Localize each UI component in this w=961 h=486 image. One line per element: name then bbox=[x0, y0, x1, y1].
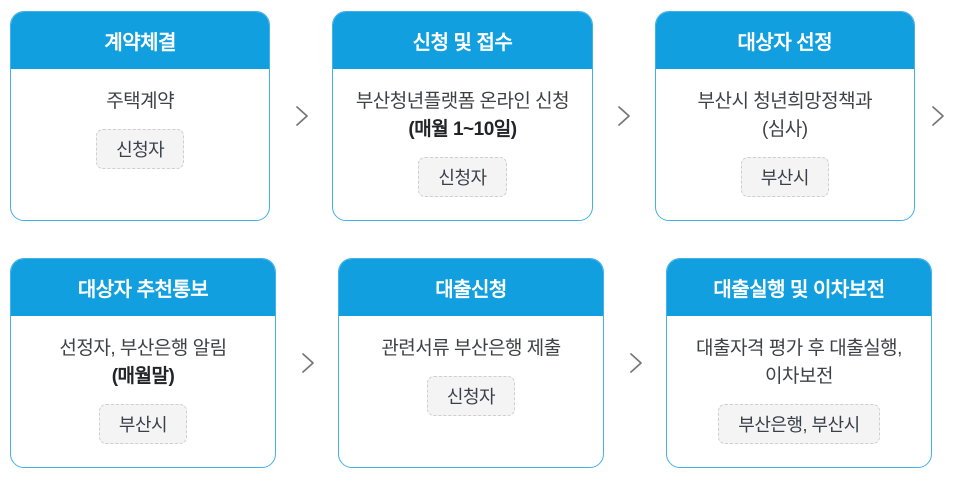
flow-arrow bbox=[276, 258, 338, 468]
step-title: 신청 및 접수 bbox=[412, 32, 513, 54]
actor-badge: 부산시 bbox=[740, 157, 829, 197]
flow-arrow bbox=[593, 11, 655, 221]
actor-badge: 신청자 bbox=[96, 129, 185, 169]
step-card-header: 대출신청 bbox=[339, 259, 603, 316]
step-card-body: 부산청년플랫폼 온라인 신청 (매월 1~10일) 신청자 bbox=[333, 69, 591, 220]
step-title: 대상자 선정 bbox=[737, 32, 833, 54]
step-card-body: 부산시 청년희망정책과 (심사) 부산시 bbox=[656, 69, 914, 220]
step-description-line: 부산청년플랫폼 온라인 신청 bbox=[355, 91, 570, 112]
step-card-loan-application: 대출신청 관련서류 부산은행 제출 신청자 bbox=[338, 258, 604, 468]
step-card-header: 대출실행 및 이차보전 bbox=[667, 259, 931, 316]
actor-badge: 부산시 bbox=[98, 404, 188, 444]
step-card-body: 선정자, 부산은행 알림 (매월말) 부산시 bbox=[11, 316, 275, 467]
chevron-right-icon bbox=[295, 106, 308, 126]
step-card-selection: 대상자 선정 부산시 청년희망정책과 (심사) 부산시 bbox=[654, 11, 915, 221]
flow-arrow bbox=[270, 11, 332, 221]
step-description-line: 선정자, 부산은행 알림 bbox=[59, 338, 227, 359]
step-card-header: 신청 및 접수 bbox=[333, 12, 592, 69]
step-card-body: 관련서류 부산은행 제출 신청자 bbox=[339, 316, 603, 467]
chevron-right-icon bbox=[629, 353, 642, 373]
process-flow: 계약체결 주택계약 신청자 신청 및 접수 부산청년플랫폼 온라인 신청 bbox=[10, 11, 961, 468]
step-card-contract: 계약체결 주택계약 신청자 bbox=[10, 11, 271, 221]
flow-row-2: 대상자 추천통보 선정자, 부산은행 알림 (매월말) 부산시 대출신청 bbox=[10, 258, 961, 468]
actor-badge: 부산은행, 부산시 bbox=[718, 404, 880, 444]
flow-arrow bbox=[604, 258, 666, 468]
step-card-loan-execution: 대출실행 및 이차보전 대출자격 평가 후 대출실행, 이차보전 부산은행, 부… bbox=[666, 258, 932, 468]
step-description-line: 이차보전 bbox=[765, 366, 833, 387]
step-card-header: 대상자 선정 bbox=[655, 12, 914, 69]
step-description-line: 주택계약 bbox=[106, 91, 175, 112]
step-description-line: 관련서류 부산은행 제출 bbox=[381, 338, 561, 359]
step-title: 대출신청 bbox=[435, 279, 507, 301]
actor-badge: 신청자 bbox=[426, 376, 516, 416]
flow-row-1: 계약체결 주택계약 신청자 신청 및 접수 부산청년플랫폼 온라인 신청 bbox=[10, 11, 961, 221]
flow-arrow bbox=[915, 11, 961, 221]
step-card-body: 주택계약 신청자 bbox=[11, 69, 269, 220]
step-card-body: 대출자격 평가 후 대출실행, 이차보전 부산은행, 부산시 bbox=[667, 316, 931, 467]
step-card-header: 대상자 추천통보 bbox=[11, 259, 275, 316]
step-description-line: (매월말) bbox=[111, 366, 175, 387]
step-title: 대출실행 및 이차보전 bbox=[713, 279, 885, 301]
step-title: 대상자 추천통보 bbox=[77, 279, 209, 301]
step-description-line: 부산시 청년희망정책과 bbox=[697, 91, 873, 112]
step-card-header: 계약체결 bbox=[11, 12, 270, 69]
step-title: 계약체결 bbox=[104, 32, 176, 54]
step-description-line: (심사) bbox=[762, 119, 808, 140]
step-card-application: 신청 및 접수 부산청년플랫폼 온라인 신청 (매월 1~10일) 신청자 bbox=[332, 11, 593, 221]
step-description-line: 대출자격 평가 후 대출실행, bbox=[696, 338, 902, 359]
chevron-right-icon bbox=[932, 106, 945, 126]
step-description-line: (매월 1~10일) bbox=[408, 119, 517, 140]
chevron-right-icon bbox=[618, 106, 631, 126]
chevron-right-icon bbox=[301, 353, 314, 373]
step-card-notification: 대상자 추천통보 선정자, 부산은행 알림 (매월말) 부산시 bbox=[10, 258, 276, 468]
actor-badge: 신청자 bbox=[418, 157, 507, 197]
